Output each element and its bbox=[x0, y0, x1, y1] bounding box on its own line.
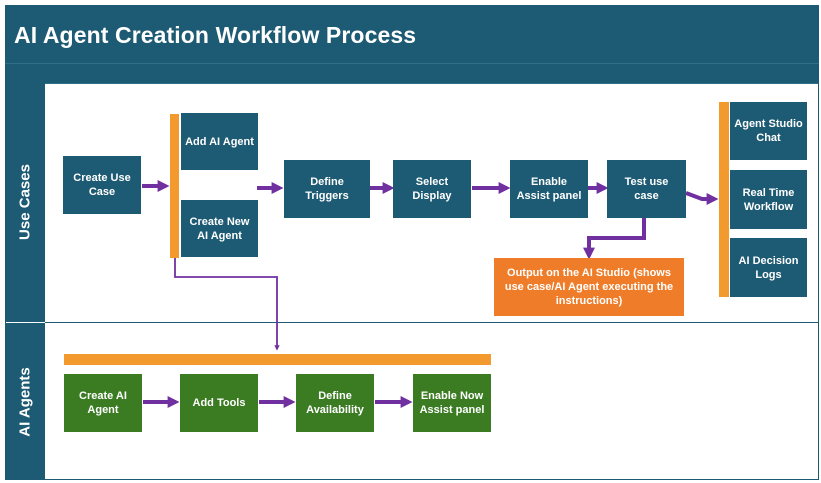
lane-divider bbox=[45, 322, 819, 323]
step-select-display: Select Display bbox=[393, 160, 471, 218]
title-strip bbox=[5, 63, 819, 84]
output-agent-studio-chat-label: Agent Studio Chat bbox=[734, 118, 803, 144]
step-create-use-case: Create Use Case bbox=[63, 156, 141, 214]
step-output-ai-studio: Output on the AI Studio (shows use case/… bbox=[494, 258, 684, 316]
step-create-ai-agent-label: Create AI Agent bbox=[79, 390, 127, 416]
ai-agents-bar-horizontal bbox=[64, 354, 491, 365]
arrow-new-agent-to-ai-agents bbox=[174, 258, 280, 351]
step-define-availability: Define Availability bbox=[296, 374, 374, 432]
title-bar: AI Agent Creation Workflow Process bbox=[5, 5, 819, 63]
step-enable-assist-panel-label: Enable Assist panel bbox=[516, 176, 582, 202]
step-select-display-label: Select Display bbox=[412, 176, 452, 202]
arrow-test-to-output bbox=[583, 218, 646, 260]
step-create-use-case-label: Create Use Case bbox=[73, 172, 131, 198]
arrow-test-to-outputs bbox=[685, 191, 719, 205]
step-add-tools: Add Tools bbox=[180, 374, 258, 432]
output-ai-decision-logs: AI Decision Logs bbox=[730, 238, 807, 297]
step-define-availability-label: Define Availability bbox=[306, 390, 364, 416]
output-real-time-workflow-label: Real Time Workflow bbox=[742, 186, 795, 213]
step-create-new-ai-agent-label: Create New AI Agent bbox=[189, 215, 250, 242]
step-enable-now-assist-panel-label: Enable Now Assist panel bbox=[419, 390, 485, 416]
output-bar-vertical bbox=[719, 102, 729, 297]
lane-header-ai-agents: AI Agents bbox=[5, 323, 45, 480]
step-test-use-case-label: Test use case bbox=[624, 176, 669, 202]
step-define-triggers: Define Triggers bbox=[284, 160, 370, 218]
step-output-ai-studio-label: Output on the AI Studio (shows use case/… bbox=[504, 267, 674, 307]
step-enable-assist-panel: Enable Assist panel bbox=[510, 160, 588, 218]
step-test-use-case: Test use case bbox=[607, 160, 686, 218]
diagram-title: AI Agent Creation Workflow Process bbox=[14, 22, 417, 48]
output-real-time-workflow: Real Time Workflow bbox=[730, 170, 807, 229]
step-add-tools-label: Add Tools bbox=[192, 397, 246, 409]
output-ai-decision-logs-label: AI Decision Logs bbox=[738, 254, 799, 281]
step-create-ai-agent: Create AI Agent bbox=[64, 374, 142, 432]
step-add-ai-agent: Add AI Agent bbox=[181, 113, 258, 170]
step-enable-now-assist-panel: Enable Now Assist panel bbox=[413, 374, 491, 432]
lane-header-use-cases: Use Cases bbox=[5, 82, 45, 322]
output-agent-studio-chat: Agent Studio Chat bbox=[730, 102, 807, 160]
step-create-new-ai-agent: Create New AI Agent bbox=[181, 200, 258, 257]
step-define-triggers-label: Define Triggers bbox=[305, 176, 349, 202]
branch-bar-vertical bbox=[170, 114, 179, 258]
step-add-ai-agent-label: Add AI Agent bbox=[185, 135, 254, 148]
